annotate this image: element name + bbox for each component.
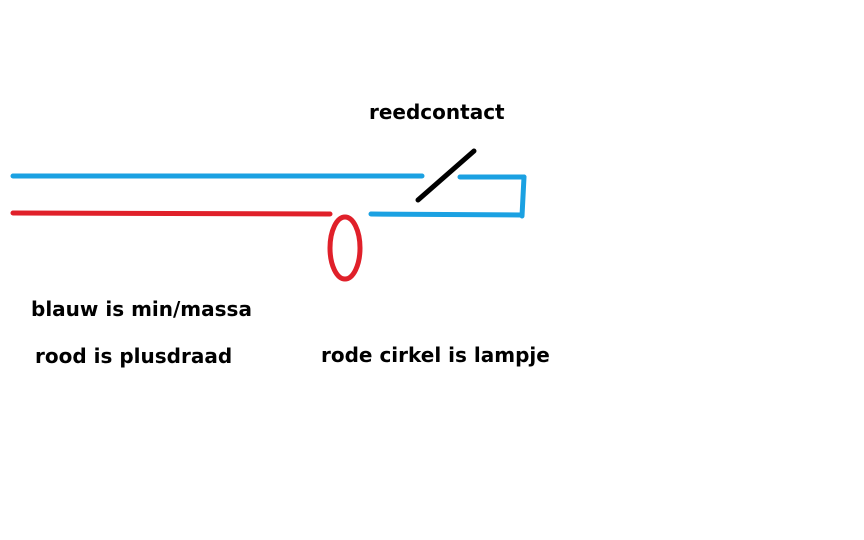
red-wire: [10, 210, 333, 217]
reed-contact-label: reedcontact: [369, 100, 505, 124]
blue-wire-bottom: [368, 211, 525, 218]
red-wire-legend: rood is plusdraad: [35, 344, 233, 368]
reed-contact-switch: [415, 148, 477, 203]
lamp-legend: rode cirkel is lampje: [321, 343, 550, 367]
lamp-circle: [327, 214, 363, 282]
blue-wire-legend: blauw is min/massa: [31, 297, 252, 321]
blue-wire-right-vertical: [519, 174, 527, 219]
